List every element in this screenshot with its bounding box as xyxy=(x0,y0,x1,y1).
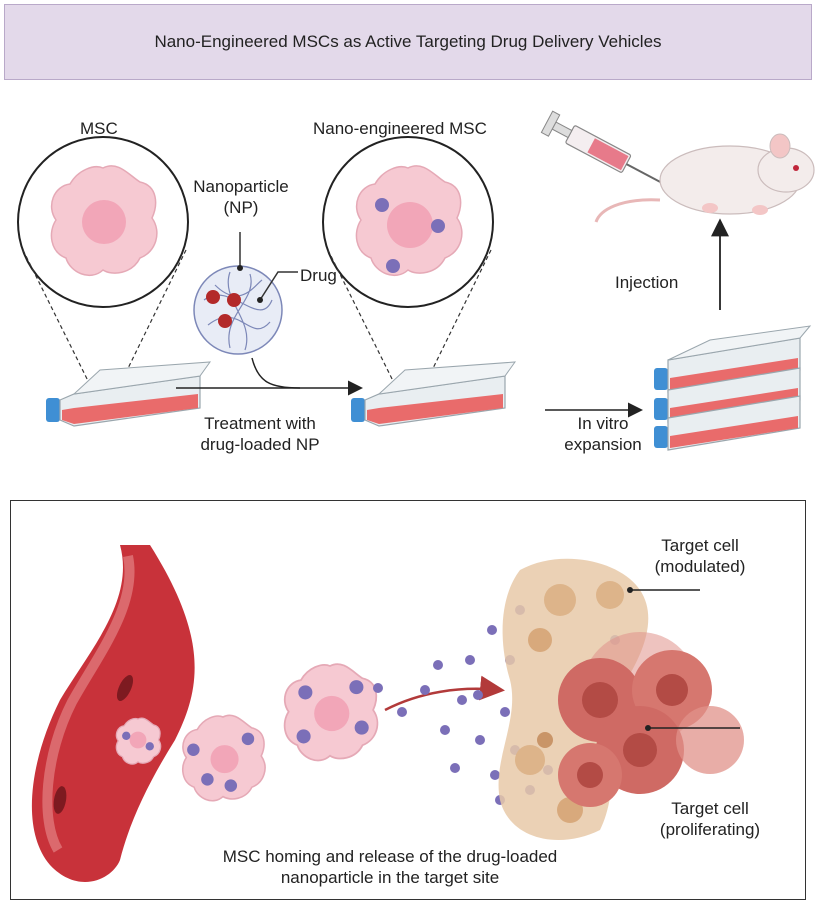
target-proliferating-line2: (proliferating) xyxy=(659,820,761,839)
syringe-icon xyxy=(540,110,665,185)
drug-pointer xyxy=(259,271,298,301)
homing-caption: MSC homing and release of the drug-loade… xyxy=(200,846,580,888)
target-modulated-label: Target cell (modulated) xyxy=(640,535,760,577)
drug-label: Drug xyxy=(300,266,337,285)
nanoparticle-label: Nanoparticle (NP) xyxy=(186,176,296,218)
target-modulated-line1: Target cell xyxy=(661,536,739,555)
homing-caption-line1: MSC homing and release of the drug-loade… xyxy=(222,847,558,866)
expansion-label-line1: In vitro xyxy=(577,414,629,433)
nanoparticle-icon xyxy=(193,265,283,355)
release-arrow xyxy=(384,675,505,712)
msc-label: MSC xyxy=(80,119,118,138)
homing-msc-1 xyxy=(181,714,266,802)
homing-panel xyxy=(10,500,806,900)
nano-msc-zoom-circle xyxy=(322,136,494,308)
treatment-label-line1: Treatment with xyxy=(204,414,316,433)
expansion-label: In vitro expansion xyxy=(548,413,658,455)
mouse-icon xyxy=(594,133,815,223)
zoom-line xyxy=(22,249,101,406)
flask-stack xyxy=(654,325,812,451)
target-proliferating-line1: Target cell xyxy=(671,799,749,818)
treatment-label-line2: drug-loaded NP xyxy=(200,435,320,454)
title-banner: Nano-Engineered MSCs as Active Targeting… xyxy=(4,4,812,80)
target-modulated-line2: (modulated) xyxy=(654,557,746,576)
nanoparticle-label-line2: (NP) xyxy=(223,198,259,217)
expansion-label-line2: expansion xyxy=(564,435,642,454)
homing-msc-2 xyxy=(283,663,379,762)
culture-flask-2 xyxy=(351,361,517,427)
nanoparticle-label-line1: Nanoparticle xyxy=(193,177,289,196)
culture-flask-1 xyxy=(46,361,212,427)
np-merge-arrow xyxy=(251,357,301,389)
zoom-line xyxy=(327,249,406,406)
nano-msc-label: Nano-engineered MSC xyxy=(313,119,487,138)
target-proliferating-label: Target cell (proliferating) xyxy=(640,798,780,840)
blood-vessel xyxy=(31,545,195,882)
treatment-label: Treatment with drug-loaded NP xyxy=(190,413,330,455)
msc-zoom-circle xyxy=(17,136,189,308)
injection-label: Injection xyxy=(615,273,679,292)
homing-caption-line2: nanoparticle in the target site xyxy=(280,868,500,887)
page-title: Nano-Engineered MSCs as Active Targeting… xyxy=(154,32,662,51)
